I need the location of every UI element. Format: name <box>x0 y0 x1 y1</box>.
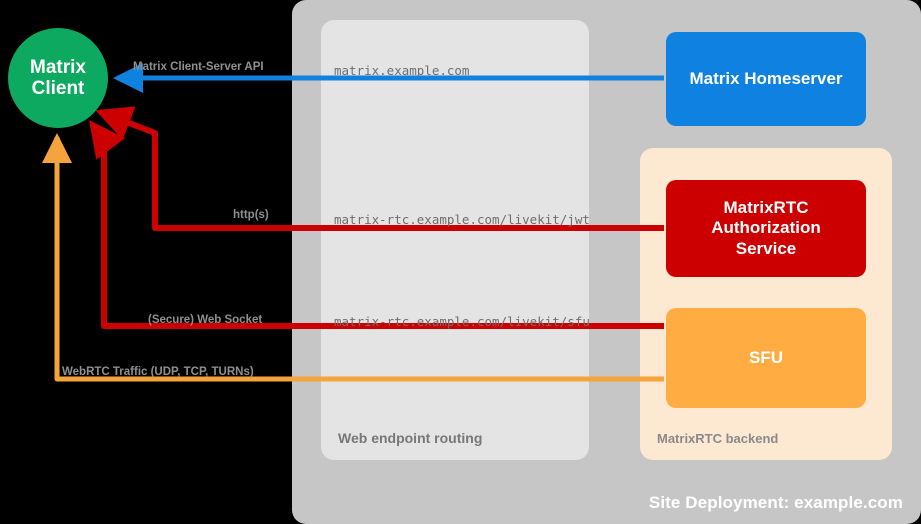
endpoint-matrix-example-com: matrix.example.com <box>334 63 470 78</box>
edge-label-matrix-client-server-api: Matrix Client-Server API <box>133 61 264 73</box>
edge-label-webrtc-traffic: WebRTC Traffic (UDP, TCP, TURNs) <box>62 366 254 378</box>
node-auth-service-line2: Authorization <box>711 218 821 238</box>
node-matrix-client-line1: Matrix <box>30 56 86 78</box>
edge-label-secure-web-socket: (Secure) Web Socket <box>148 314 263 326</box>
node-auth-service-line3: Service <box>735 238 797 258</box>
node-matrix-client-line2: Client <box>31 78 85 99</box>
endpoint-livekit-jwt: matrix-rtc.example.com/livekit/jwt <box>334 212 590 227</box>
edge-label-https: http(s) <box>233 209 269 221</box>
node-matrix-homeserver-label: Matrix Homeserver <box>689 68 843 88</box>
node-auth-service-line1: MatrixRTC <box>723 197 809 217</box>
matrixrtc-backend-label: MatrixRTC backend <box>657 431 779 446</box>
endpoint-livekit-sfu: matrix-rtc.example.com/livekit/sfu <box>334 314 590 329</box>
node-matrixrtc-authorization-service[interactable]: MatrixRTC Authorization Service <box>666 180 866 277</box>
node-sfu-label: SFU <box>749 347 783 367</box>
web-endpoint-routing-container: Web endpoint routing <box>321 20 589 460</box>
site-deployment-label: Site Deployment: example.com <box>648 493 903 512</box>
web-endpoint-routing-label: Web endpoint routing <box>338 430 483 446</box>
node-matrix-homeserver[interactable]: Matrix Homeserver <box>666 32 866 126</box>
node-matrix-client[interactable]: Matrix Client <box>8 28 108 128</box>
node-sfu[interactable]: SFU <box>666 308 866 408</box>
